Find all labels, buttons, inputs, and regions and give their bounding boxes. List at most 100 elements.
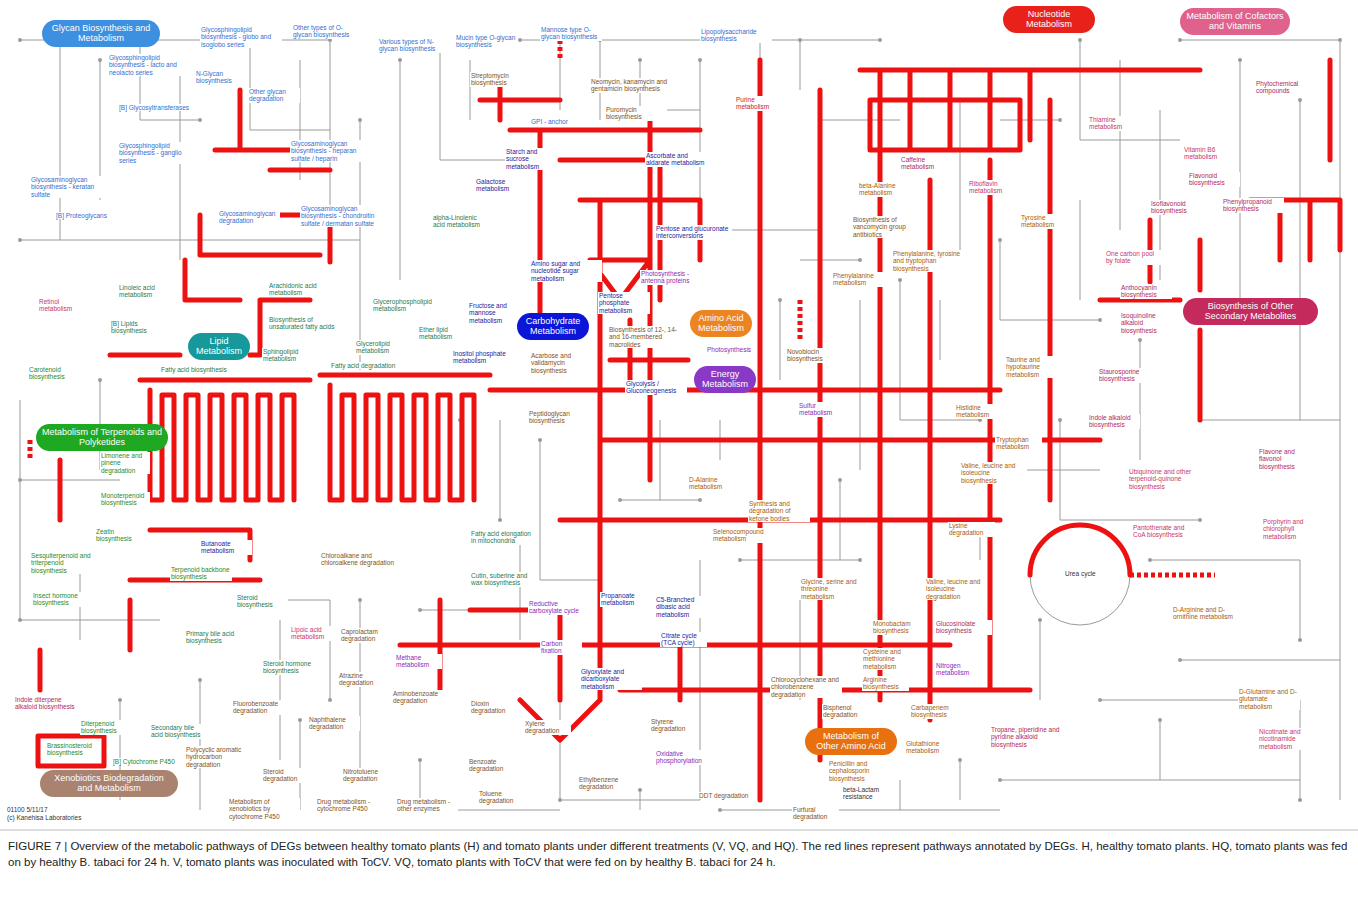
pathway-label: Amino sugar and nucleotide sugar metabol… xyxy=(530,260,602,282)
pathway-label: Lysine degradation xyxy=(948,522,995,537)
pathway-label: [B] Cytochrome P450 xyxy=(112,758,176,765)
pathway-label: Acarbose and validamycin biosynthesis xyxy=(530,352,592,374)
pathway-label: Nitrogen metabolism xyxy=(935,662,982,677)
category-box: Energy Metabolism xyxy=(694,366,756,393)
pathway-label: Lipoic acid metabolism xyxy=(290,626,337,641)
pathway-label: beta-Lactam resistance xyxy=(842,786,889,801)
pathway-label: Ether lipid metabolism xyxy=(418,326,460,341)
pathway-label: Glycine, serine and threonine metabolism xyxy=(800,578,862,600)
pathway-label: Glycolysis / Gluconeogenesis xyxy=(625,380,687,395)
pathway-label: Lipopolysaccharide biosynthesis xyxy=(700,28,772,43)
pathway-label: Flavone and flavonol biosynthesis xyxy=(1258,448,1315,470)
category-title: Metabolism of Cofactors and Vitamins xyxy=(1186,11,1284,32)
pathway-label: Glycosaminoglycan biosynthesis - chondro… xyxy=(300,205,377,227)
pathway-label: Sulfur metabolism xyxy=(798,402,845,417)
deg-dashed-links xyxy=(30,40,1215,575)
pathway-label: Glycosaminoglycan degradation xyxy=(218,210,280,225)
pathway-label: Furfural degradation xyxy=(792,806,839,821)
pathway-label: Riboflavin metabolism xyxy=(968,180,1015,195)
pathway-label: Pentose and glucuronate interconversions xyxy=(655,225,732,240)
pathway-label: Fructose and mannose metabolism xyxy=(468,302,515,324)
pathway-label: Metabolism of xenobiotics by cytochrome … xyxy=(228,798,300,820)
figure-caption: FIGURE 7 | Overview of the metabolic pat… xyxy=(8,838,1348,870)
pathway-label: Phytochemical compounds xyxy=(1255,80,1302,95)
pathway-label: Secondary bile acid biosynthesis xyxy=(150,724,207,739)
pathway-label: Carbapenem biosynthesis xyxy=(910,704,967,719)
pathway-label: Pantothenate and CoA biosynthesis xyxy=(1132,524,1194,539)
category-box: Xenobiotics Biodegradation and Metabolis… xyxy=(40,770,178,797)
category-title: Carbohydrate Metabolism xyxy=(523,316,583,337)
pathway-label: Pentose phosphate metabolism xyxy=(598,292,650,314)
pathway-label: D-Alanine metabolism xyxy=(688,476,735,491)
pathway-label: Fatty acid biosynthesis xyxy=(160,366,228,373)
pathway-label: Drug metabolism - other enzymes xyxy=(396,798,458,813)
pathway-label: Steroid hormone biosynthesis xyxy=(262,660,314,675)
pathway-label: Biosynthesis of 12-, 14- and 16-membered… xyxy=(608,326,682,348)
pathway-label: Biosynthesis of vancomycin group antibio… xyxy=(852,216,924,238)
category-title: Biosynthesis of Other Secondary Metaboli… xyxy=(1189,301,1312,322)
category-box: Metabolism of Terpenoids and Polyketides xyxy=(36,424,168,451)
pathway-label: Steroid biosynthesis xyxy=(236,594,288,609)
pathway-label: Novobiocin biosynthesis xyxy=(786,348,838,363)
category-box: Lipid Metabolism xyxy=(188,333,250,360)
pathway-label: GPI - anchor xyxy=(530,118,569,125)
pathway-label: Other glycan degradation xyxy=(248,88,300,103)
pathway-label: Glycosphingolipid biosynthesis - lacto a… xyxy=(108,54,190,76)
pathway-label: [B] Proteoglycans xyxy=(55,212,108,219)
pathway-label: Ubiquinone and other terpenoid-quinone b… xyxy=(1128,468,1200,490)
pathway-label: Primary bile acid biosynthesis xyxy=(185,630,237,645)
pathway-label: Fatty acid degradation xyxy=(330,362,396,369)
pathway-label: Propanoate metabolism xyxy=(600,592,647,607)
pathway-label: Carbon fixation xyxy=(540,640,582,655)
pathway-label: Bisphenol degradation xyxy=(822,704,869,719)
pathway-label: Galactose metabolism xyxy=(475,178,527,193)
pathway-label: Indole diterpene alkaloid biosynthesis xyxy=(14,696,76,711)
pathway-label: Various types of N-glycan biosynthesis xyxy=(378,38,450,53)
pathway-label: Penicillin and cephalosporin biosynthesi… xyxy=(828,760,895,782)
pathway-label: C5-Branched dibasic acid metabolism xyxy=(655,596,717,618)
pathway-label: Glyoxylate and dicarboxylate metabolism xyxy=(580,668,642,690)
pathway-label: D-Glutamine and D-glutamate metabolism xyxy=(1238,688,1300,710)
pathway-label: Phenylpropanoid biosynthesis xyxy=(1222,198,1284,213)
category-title: Nucleotide Metabolism xyxy=(1009,9,1089,30)
pathway-label: Purine metabolism xyxy=(735,96,787,111)
category-box: Metabolism of Cofactors and Vitamins xyxy=(1180,8,1290,35)
pathway-label: Isoquinoline alkaloid biosynthesis xyxy=(1120,312,1177,334)
pathway-label: Urea cycle xyxy=(1064,570,1097,577)
pathway-label: Valine, leucine and isoleucine biosynthe… xyxy=(960,462,1027,484)
pathway-label: Thiamine metabolism xyxy=(1088,116,1135,131)
pathway-label: Butanoate metabolism xyxy=(200,540,252,555)
pathway-label: Dioxin degradation xyxy=(470,700,517,715)
pathway-label: Glutathione metabolism xyxy=(905,740,957,755)
pathway-label: Tropane, piperidine and pyridine alkaloi… xyxy=(990,726,1072,748)
pathway-label: Peptidoglycan biosynthesis xyxy=(528,410,585,425)
pathway-label: Diterpenoid biosynthesis xyxy=(80,720,132,735)
pathway-label: Linoleic acid metabolism xyxy=(118,284,175,299)
pathway-label: Indole alkaloid biosynthesis xyxy=(1088,414,1140,429)
pathway-label: Photosynthesis xyxy=(706,346,752,353)
category-title: Metabolism of Terpenoids and Polyketides xyxy=(42,427,162,448)
category-title: Metabolism of Other Amino Acid xyxy=(811,731,891,752)
category-title: Amino Acid Metabolism xyxy=(696,313,746,334)
pathway-label: Cutin, suberine and wax biosynthesis xyxy=(470,572,532,587)
pathway-label: Reductive carboxylate cycle xyxy=(528,600,585,615)
category-box: Nucleotide Metabolism xyxy=(1003,6,1095,33)
pathway-label: Styrene degradation xyxy=(650,718,697,733)
pathway-label: Tryptophan metabolism xyxy=(995,436,1042,451)
pathway-label: Neomycin, kanamycin and gentamicin biosy… xyxy=(590,78,672,93)
pathway-label: Ethylbenzene degradation xyxy=(578,776,630,791)
pathway-label: Glycerolipid metabolism xyxy=(355,340,407,355)
pathway-label: Retinol metabolism xyxy=(38,298,90,313)
pathway-label: Limonene and pinene degradation xyxy=(100,452,150,474)
pathway-label: Other types of O-glycan biosynthesis xyxy=(292,24,354,39)
pathway-label: Vitamin B6 metabolism xyxy=(1183,146,1230,161)
pathway-label: Brassinosteroid biosynthesis xyxy=(46,742,98,757)
pathway-label: Photosynthesis - antenna proteins xyxy=(640,270,702,285)
pathway-label: Glycerophospholipid metabolism xyxy=(372,298,434,313)
pathway-label: beta-Alanine metabolism xyxy=(858,182,910,197)
pathway-label: Histidine metabolism xyxy=(955,404,1002,419)
pathway-label: 01100 5/11/17 xyxy=(6,806,49,813)
pathway-label: Caprolactam degradation xyxy=(340,628,392,643)
